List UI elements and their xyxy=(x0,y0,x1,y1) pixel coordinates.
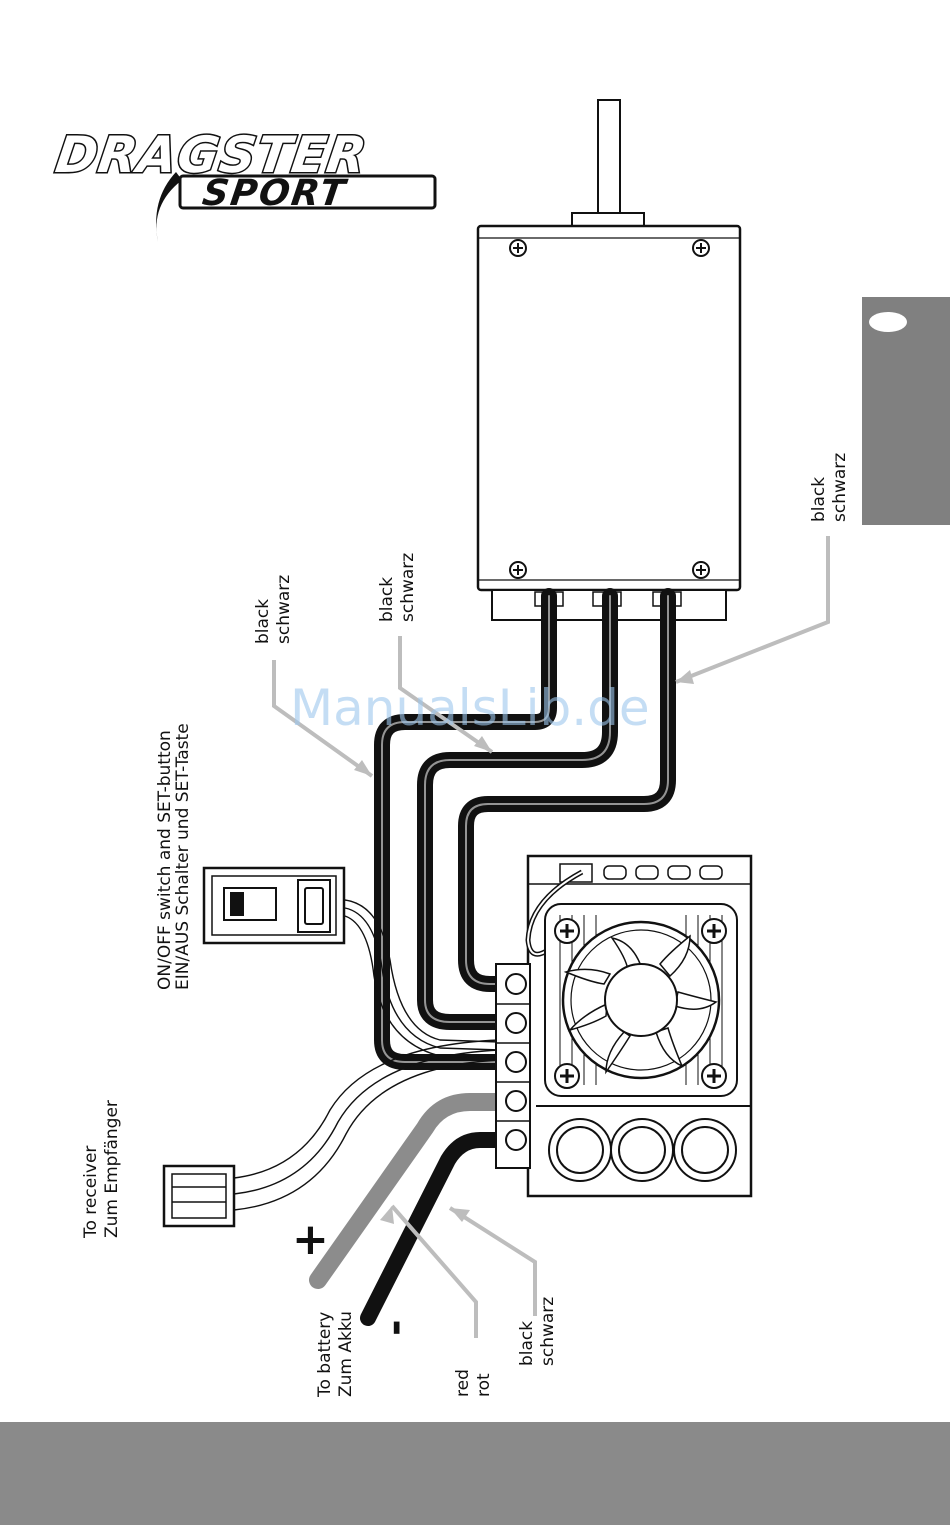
receiver-label: To receiver Zum Empfänger xyxy=(81,1100,122,1239)
wire2-label-en: black xyxy=(377,577,397,622)
switch-label-en: ON/OFF switch and SET-button xyxy=(155,730,175,990)
battery-label-de: Zum Akku xyxy=(336,1311,356,1397)
esc-speed-controller xyxy=(496,856,751,1196)
red-wire-label: red rot xyxy=(453,1369,494,1397)
cooling-fan-icon xyxy=(545,904,737,1096)
on-off-switch xyxy=(204,868,344,943)
side-tab xyxy=(862,297,950,525)
watermark: ManualsLib.de xyxy=(290,679,650,737)
motor-screw-icon xyxy=(510,562,526,578)
wire1-label-en: black xyxy=(253,599,273,644)
logo-line2: SPORT xyxy=(200,171,351,214)
switch-label: ON/OFF switch and SET-button EIN/AUS Sch… xyxy=(155,723,193,990)
receiver-plug xyxy=(164,1166,234,1226)
motor xyxy=(478,100,740,620)
negative-wire-label-en: black xyxy=(517,1321,537,1366)
wire1-label-de: schwarz xyxy=(274,575,294,644)
negative-wire-label: black schwarz xyxy=(517,1297,558,1366)
battery-label: To battery Zum Akku xyxy=(315,1311,356,1398)
red-wire-label-en: red xyxy=(453,1369,473,1397)
negative-wire-label-de: schwarz xyxy=(538,1297,558,1366)
receiver-label-en: To receiver xyxy=(81,1146,101,1239)
wire2-label-de: schwarz xyxy=(398,553,418,622)
wire3-label: black schwarz xyxy=(809,453,850,522)
red-wire-label-de: rot xyxy=(474,1373,494,1397)
wire2-label: black schwarz xyxy=(377,553,418,622)
motor-screw-icon xyxy=(693,562,709,578)
switch-label-de: EIN/AUS Schalter und SET-Taste xyxy=(173,723,193,990)
motor-body xyxy=(478,226,740,590)
red-battery-wire xyxy=(318,1102,512,1280)
plus-sign: + xyxy=(292,1214,329,1265)
battery-wires xyxy=(318,1102,512,1318)
dragster-sport-logo: DRAGSTER SPORT xyxy=(52,125,435,242)
wire3-label-de: schwarz xyxy=(830,453,850,522)
wire1-label: black schwarz xyxy=(253,575,294,644)
minus-sign: - xyxy=(372,1319,418,1336)
footer-band xyxy=(0,1422,950,1525)
motor-screw-icon xyxy=(510,240,526,256)
wire3-label-en: black xyxy=(809,477,829,522)
motor-screw-icon xyxy=(693,240,709,256)
motor-shaft xyxy=(598,100,620,220)
side-tab-badge xyxy=(869,312,907,332)
receiver-label-de: Zum Empfänger xyxy=(102,1100,122,1238)
capacitor-icons xyxy=(549,1119,736,1181)
terminal-block xyxy=(496,964,530,1168)
battery-label-en: To battery xyxy=(315,1312,335,1398)
